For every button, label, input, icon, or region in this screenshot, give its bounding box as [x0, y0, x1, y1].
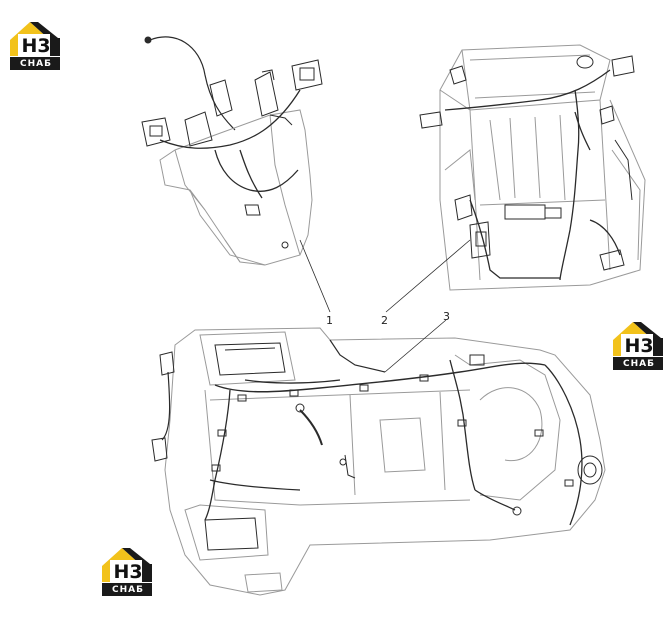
logo-mark: H3 — [21, 35, 51, 57]
logo-caption: СНАБ — [20, 59, 52, 69]
callout-3: 3 — [443, 310, 450, 323]
callout-2: 2 — [381, 314, 388, 327]
logo-caption: СНАБ — [112, 585, 144, 595]
callout-1: 1 — [326, 314, 333, 327]
logo-mark: H3 — [624, 335, 654, 357]
logo-mark: H3 — [113, 561, 143, 583]
logo-house-icon — [102, 548, 152, 596]
cab-assembly — [419, 44, 646, 291]
logo-badge-right: H3 СНАБ — [611, 320, 667, 372]
logo-house-icon — [10, 22, 60, 70]
chassis-assembly — [151, 327, 606, 596]
front-frame-assembly — [141, 36, 323, 266]
callout-leaders — [299, 239, 471, 373]
logo-caption: СНАБ — [623, 359, 655, 369]
logo-badge-top-left: H3 СНАБ — [8, 20, 64, 72]
logo-badge-bottom-left: H3 СНАБ — [100, 546, 156, 598]
logo-house-icon — [613, 322, 663, 370]
